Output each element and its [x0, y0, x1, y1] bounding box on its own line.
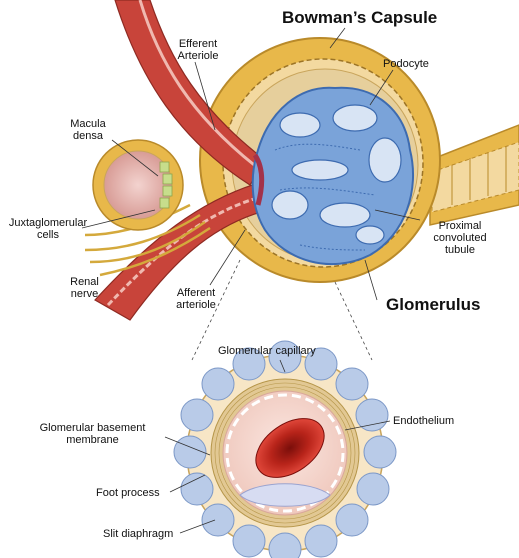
label-podocyte: Podocyte — [383, 58, 429, 70]
label-slit-diaphragm: Slit diaphragm — [103, 528, 173, 540]
label-endothelium: Endothelium — [393, 415, 454, 427]
label-glomerulus: Glomerulus — [386, 295, 480, 315]
label-bowmans-capsule: Bowman’s Capsule — [282, 8, 437, 28]
glomerular-capillary-cross-section — [174, 341, 396, 558]
label-renal-nerve: Renal nerve — [62, 276, 107, 300]
label-afferent-arteriole: Afferent arteriole — [166, 287, 226, 311]
label-proximal-convoluted-tubule: Proximal convoluted tubule — [425, 220, 495, 256]
label-juxtaglomerular-cells: Juxtaglomerular cells — [2, 217, 94, 241]
label-efferent-arteriole: Efferent Arteriole — [168, 38, 228, 62]
label-glomerular-basement-membrane: Glomerular basement membrane — [20, 422, 165, 446]
glomerulus-tuft — [253, 88, 413, 264]
proximal-convoluted-tubule — [430, 125, 519, 225]
label-glomerular-capillary: Glomerular capillary — [218, 345, 316, 357]
macula-densa — [93, 140, 183, 230]
label-foot-process: Foot process — [96, 487, 160, 499]
label-macula-densa: Macula densa — [63, 118, 113, 142]
